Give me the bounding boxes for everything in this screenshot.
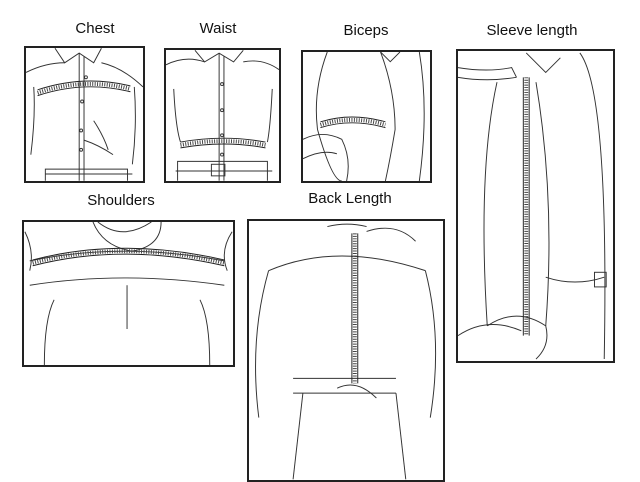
sleeve-length-label: Sleeve length bbox=[486, 22, 578, 39]
back-length-illustration bbox=[247, 219, 445, 482]
shoulders-illustration bbox=[22, 220, 235, 367]
shoulders-label: Shoulders bbox=[87, 192, 155, 209]
biceps-illustration bbox=[301, 50, 432, 183]
chest-illustration bbox=[24, 46, 145, 183]
sleeve-length-illustration bbox=[456, 49, 615, 363]
back-length-label: Back Length bbox=[308, 190, 392, 207]
waist-illustration bbox=[164, 48, 281, 183]
chest-label: Chest bbox=[75, 20, 115, 37]
biceps-label: Biceps bbox=[343, 22, 389, 39]
waist-label: Waist bbox=[199, 20, 237, 37]
